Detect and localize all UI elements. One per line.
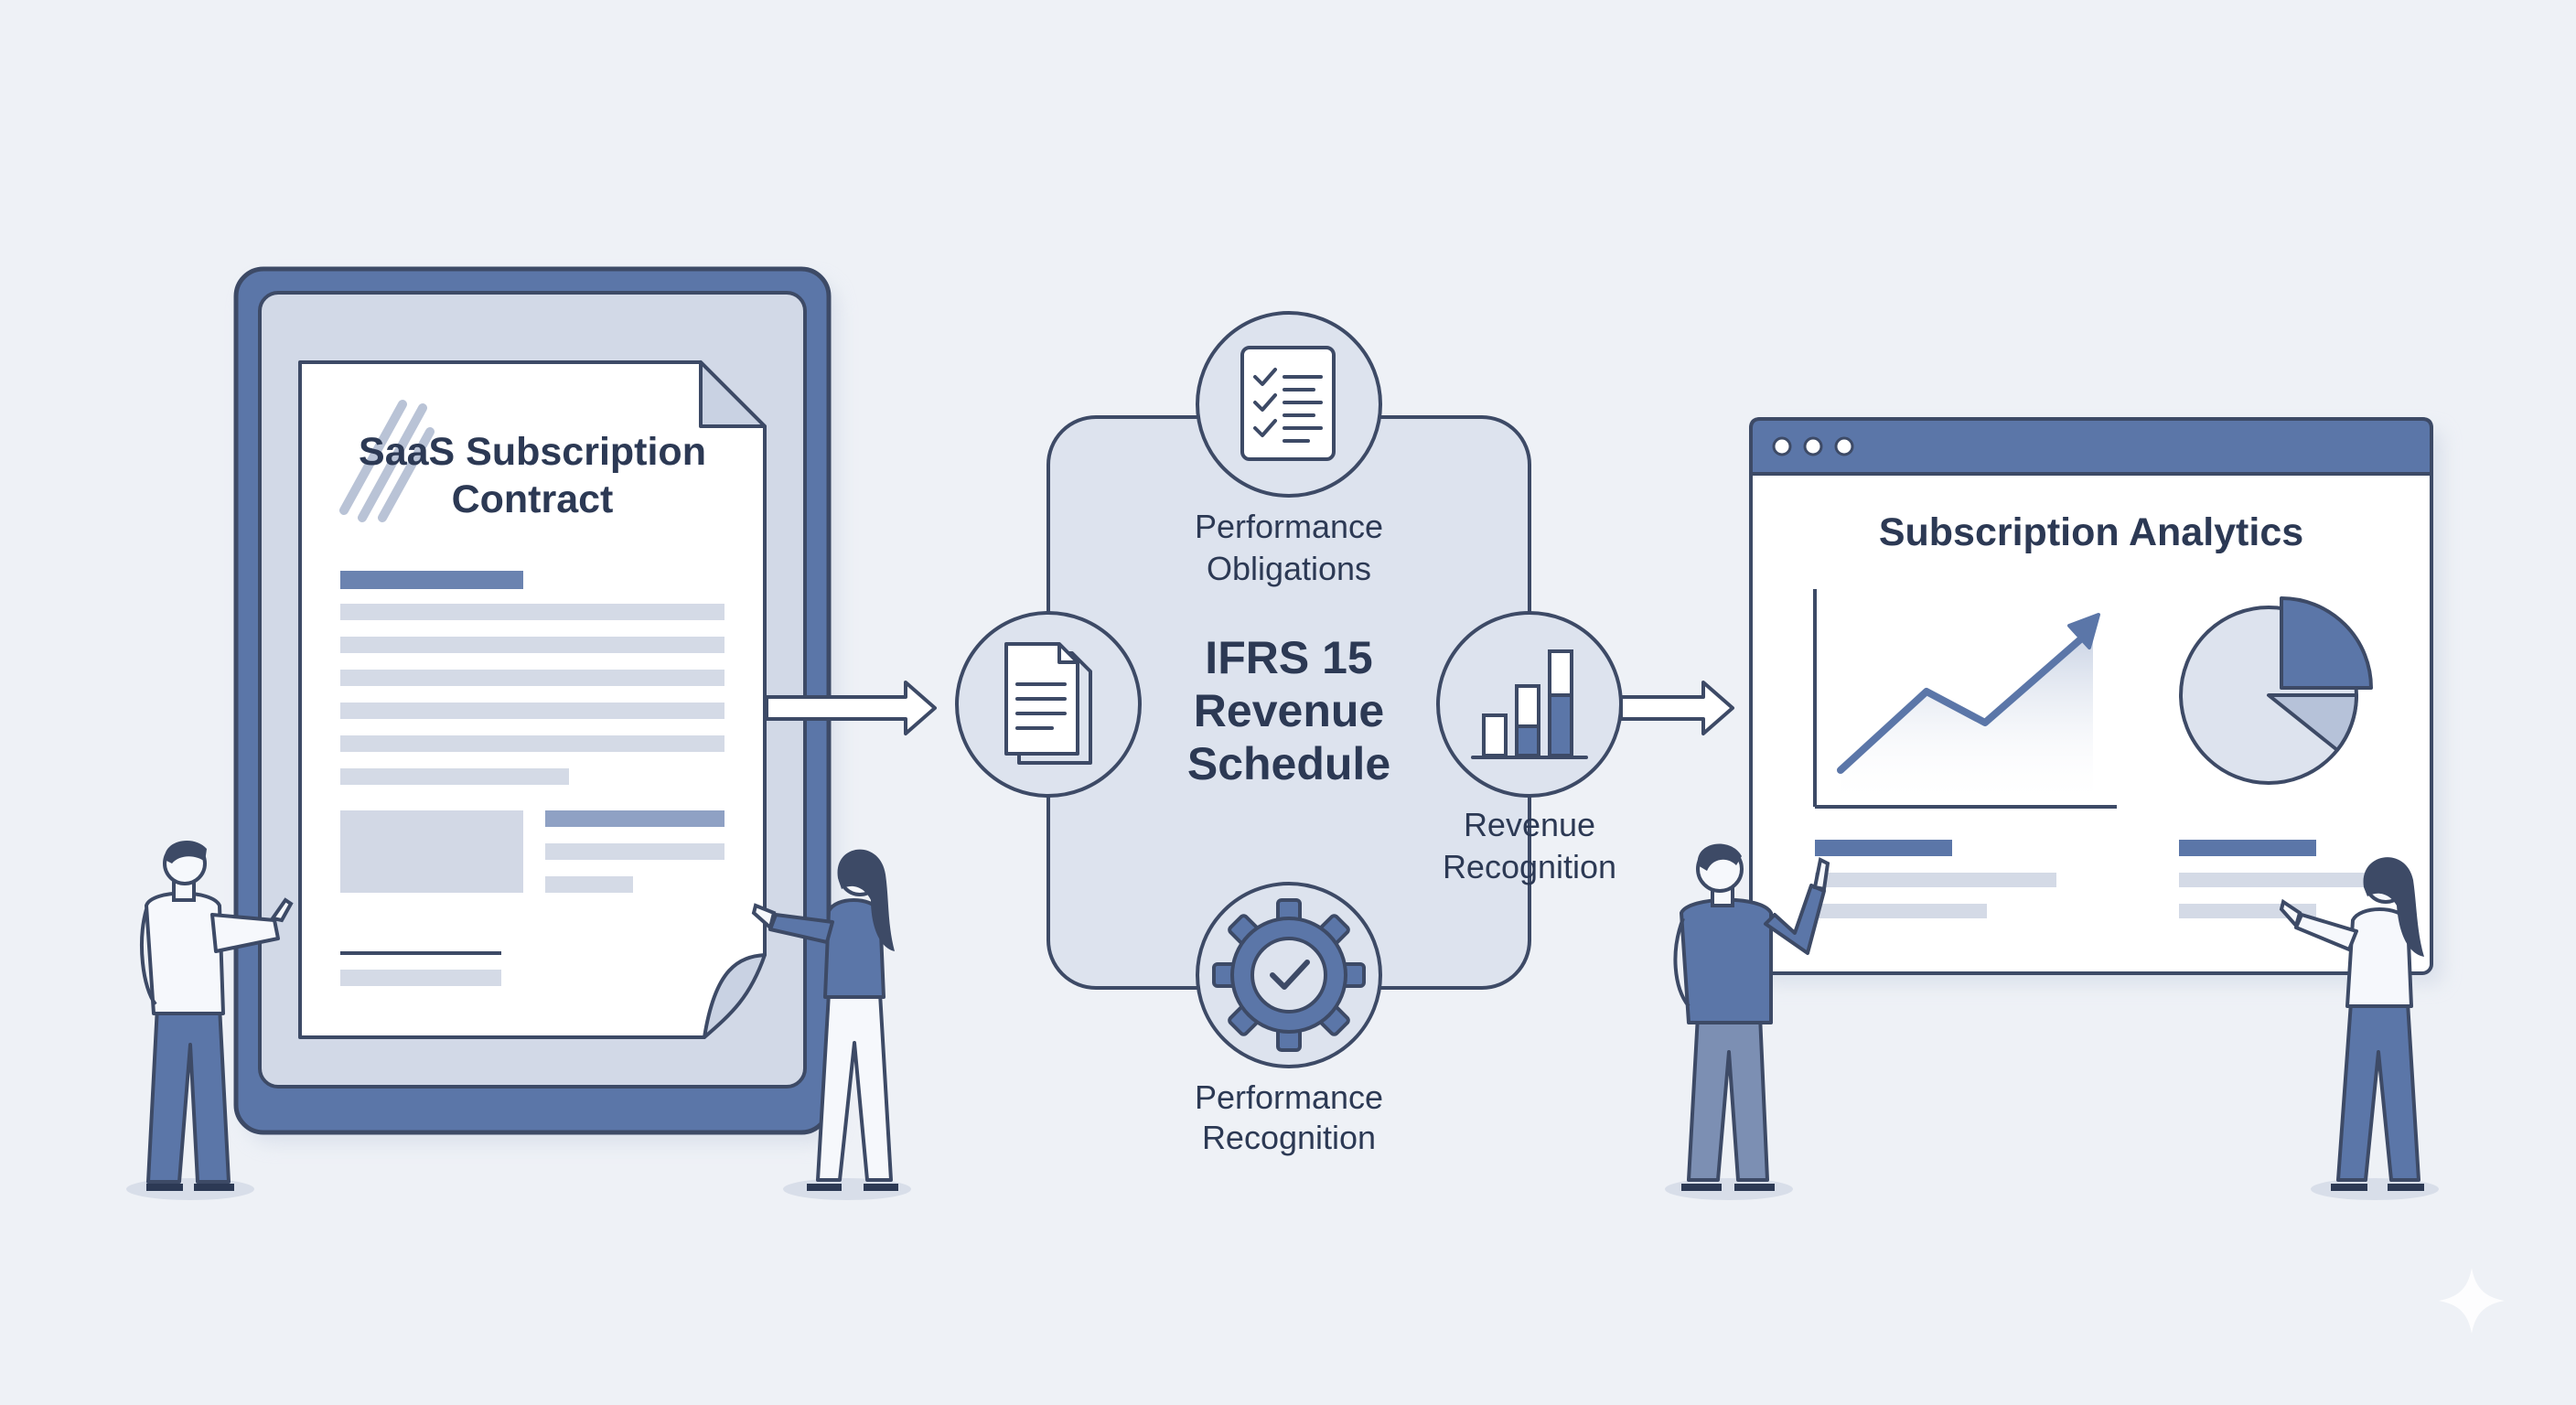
documents-icon — [1004, 642, 1092, 765]
trend-chart-icon — [1813, 589, 2117, 809]
legend-bar — [2179, 840, 2316, 856]
node-performance-obligations: Performance Obligations — [1195, 311, 1383, 587]
gear-check-icon — [1212, 898, 1366, 1052]
doc-image-block — [340, 810, 523, 893]
node-top-label-line2: Obligations — [1207, 550, 1371, 587]
checklist-icon — [1240, 346, 1336, 461]
window-dot-icon — [1803, 436, 1823, 456]
flow-arrow-icon — [765, 681, 937, 735]
person-woman-pointing-left — [751, 849, 911, 1200]
doc-text-line — [340, 604, 724, 620]
doc-text-line — [545, 843, 724, 860]
legend-bar — [1815, 840, 1952, 856]
schedule-title-line1: IFRS 15 — [1205, 632, 1372, 683]
window-titlebar — [1749, 417, 2433, 476]
doc-side-heading — [545, 810, 724, 827]
doc-text-line — [545, 876, 633, 893]
sparkle-icon — [2439, 1268, 2505, 1334]
contract-title-line2: Contract — [452, 477, 614, 521]
analytics-window: Subscription Analytics — [1749, 417, 2442, 984]
doc-text-line — [340, 735, 724, 752]
window-dot-icon — [1772, 436, 1792, 456]
contract-document: SaaS Subscription Contract — [298, 360, 767, 1039]
doc-heading-bar — [340, 571, 523, 589]
doc-text-line — [340, 970, 501, 986]
pie-chart-icon — [2179, 596, 2373, 785]
window-dot-icon — [1834, 436, 1854, 456]
node-contract-intake — [955, 611, 1142, 798]
person-man-pointing-left — [126, 840, 294, 1200]
schedule-title-line2: Revenue — [1194, 685, 1384, 736]
doc-text-line — [340, 670, 724, 686]
text-line — [1815, 873, 2056, 887]
node-performance-recognition: Performance Recognition — [1195, 882, 1383, 1156]
node-bottom-label-line1: Performance — [1195, 1078, 1383, 1116]
node-top-label-line1: Performance — [1195, 508, 1383, 545]
revenue-schedule-panel: IFRS 15 Revenue Schedule — [1046, 415, 1531, 990]
page-fold-top-icon — [699, 360, 767, 428]
text-line — [1815, 904, 1987, 918]
bar-chart-icon — [1471, 649, 1588, 759]
brand-slash-icon — [339, 400, 435, 522]
node-right-label-line2: Recognition — [1443, 848, 1616, 885]
schedule-title-line3: Schedule — [1187, 738, 1390, 789]
text-line — [2179, 873, 2380, 887]
page-curl-icon — [703, 953, 767, 1039]
node-bottom-label-line2: Recognition — [1202, 1119, 1376, 1156]
person-man-pointing-right — [1665, 843, 1830, 1200]
doc-text-line — [340, 637, 724, 653]
doc-text-line — [340, 768, 569, 785]
node-revenue-recognition: Revenue Recognition — [1436, 611, 1623, 885]
flow-arrow-icon — [1619, 681, 1734, 735]
node-right-label-line1: Revenue — [1464, 806, 1595, 843]
analytics-title: Subscription Analytics — [1879, 510, 2303, 554]
person-woman-pointing-left — [2279, 857, 2439, 1200]
doc-text-line — [340, 702, 724, 719]
contract-title-line1: SaaS Subscription — [359, 430, 706, 474]
